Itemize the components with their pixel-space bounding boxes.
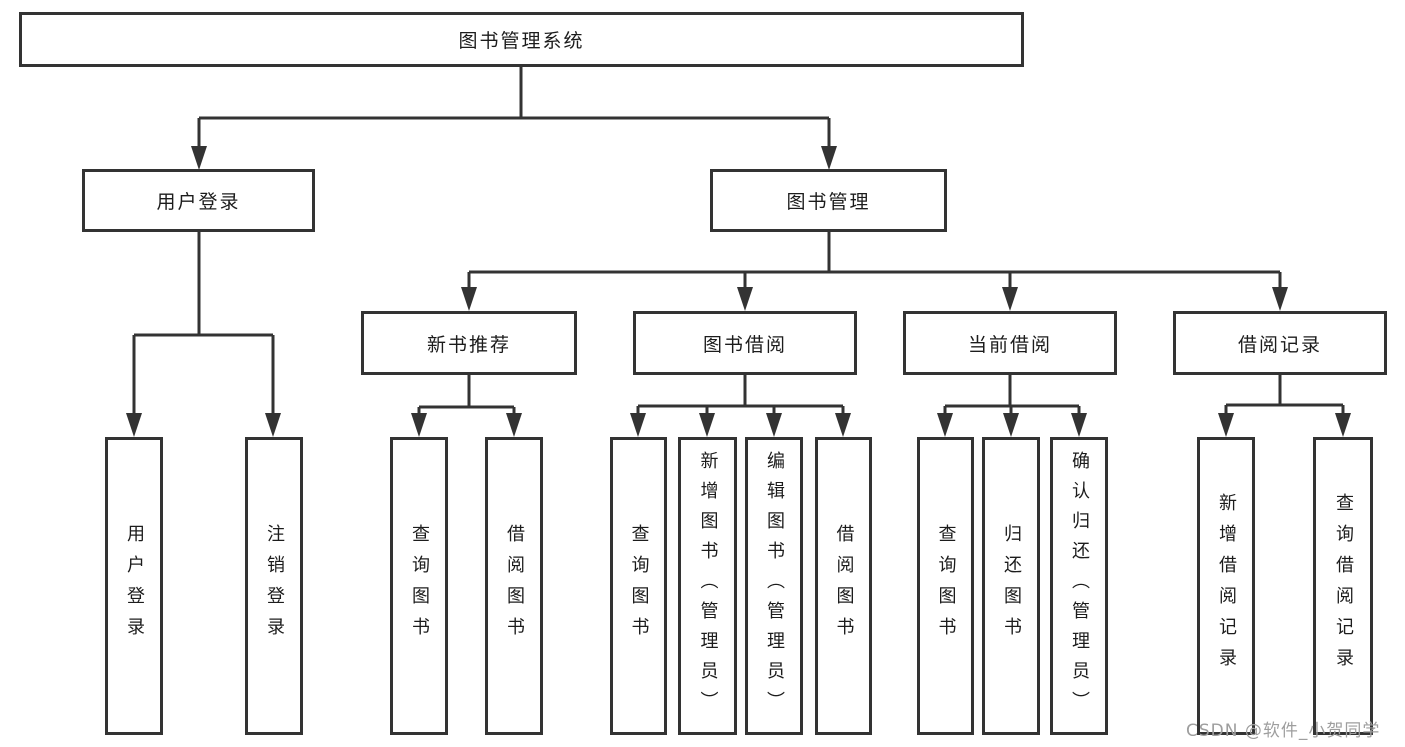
connector-root-to-level1 — [197, 67, 831, 160]
arrowheads-level2 — [461, 287, 1288, 311]
leaf-label: 查询图书 — [628, 524, 650, 648]
leaf-logout-login: 注销登录 — [245, 437, 303, 735]
leaf-borrow-books-borrow: 借阅图书 — [815, 437, 872, 735]
node-new-book-recommend: 新书推荐 — [361, 311, 577, 375]
leaf-search-books-current: 查询图书 — [917, 437, 974, 735]
leaf-label: 查询图书 — [409, 524, 430, 648]
leaf-search-books-newbooks: 查询图书 — [390, 437, 448, 735]
node-book-borrow: 图书借阅 — [633, 311, 857, 375]
leaf-borrow-books-newbooks: 借阅图书 — [485, 437, 543, 735]
node-borrow-records: 借阅记录 — [1173, 311, 1387, 375]
node-label: 用户登录 — [156, 191, 241, 213]
leaf-search-books-borrow: 查询图书 — [610, 437, 667, 735]
node-label: 图书管理 — [786, 191, 871, 213]
node-label: 借阅记录 — [1237, 333, 1322, 356]
leaf-label: 归还图书 — [1001, 524, 1022, 648]
leaf-label: 注销登录 — [264, 524, 285, 648]
leaf-add-borrow-record: 新增借阅记录 — [1197, 437, 1255, 735]
arrowheads-borrow-records — [1218, 413, 1351, 437]
leaf-edit-books-admin: 编辑图书（管理员） — [745, 437, 803, 735]
csdn-watermark: CSDN @软件_小贺同学 — [1186, 721, 1381, 741]
leaf-return-books: 归还图书 — [982, 437, 1040, 735]
connector-new-books — [417, 375, 516, 425]
node-label: 新书推荐 — [426, 333, 511, 356]
node-root-library-system: 图书管理系统 — [19, 12, 1024, 67]
arrowheads-book-borrow — [630, 413, 851, 437]
leaf-confirm-return-admin: 确认归还（管理员） — [1050, 437, 1108, 735]
leaf-user-login: 用户登录 — [105, 437, 163, 735]
arrowheads-user-login — [126, 413, 281, 437]
arrowheads-new-books — [411, 413, 522, 437]
leaf-label: 编辑图书（管理员） — [764, 451, 785, 721]
node-book-management: 图书管理 — [710, 169, 947, 232]
leaf-add-books-admin: 新增图书（管理员） — [678, 437, 737, 735]
leaf-label: 新增借阅记录 — [1216, 493, 1237, 679]
leaf-label: 确认归还（管理员） — [1069, 451, 1090, 721]
connector-book-management — [467, 232, 1282, 300]
node-current-borrow: 当前借阅 — [903, 311, 1117, 375]
leaf-search-borrow-record: 查询借阅记录 — [1313, 437, 1373, 735]
leaf-label: 新增图书（管理员） — [697, 451, 719, 721]
leaf-label: 借阅图书 — [833, 524, 855, 648]
node-label: 图书管理系统 — [458, 30, 585, 52]
node-user-login: 用户登录 — [82, 169, 315, 232]
connector-book-borrow — [636, 375, 845, 425]
leaf-label: 查询借阅记录 — [1333, 493, 1354, 679]
node-label: 当前借阅 — [967, 333, 1052, 356]
node-label: 图书借阅 — [702, 333, 787, 356]
leaf-label: 用户登录 — [124, 524, 145, 648]
connector-borrow-records — [1224, 375, 1345, 425]
leaf-label: 查询图书 — [935, 524, 957, 648]
leaf-label: 借阅图书 — [504, 524, 525, 648]
arrowheads-current-borrow — [937, 413, 1087, 437]
arrowheads-level1 — [191, 146, 837, 170]
connector-user-login — [132, 232, 275, 425]
